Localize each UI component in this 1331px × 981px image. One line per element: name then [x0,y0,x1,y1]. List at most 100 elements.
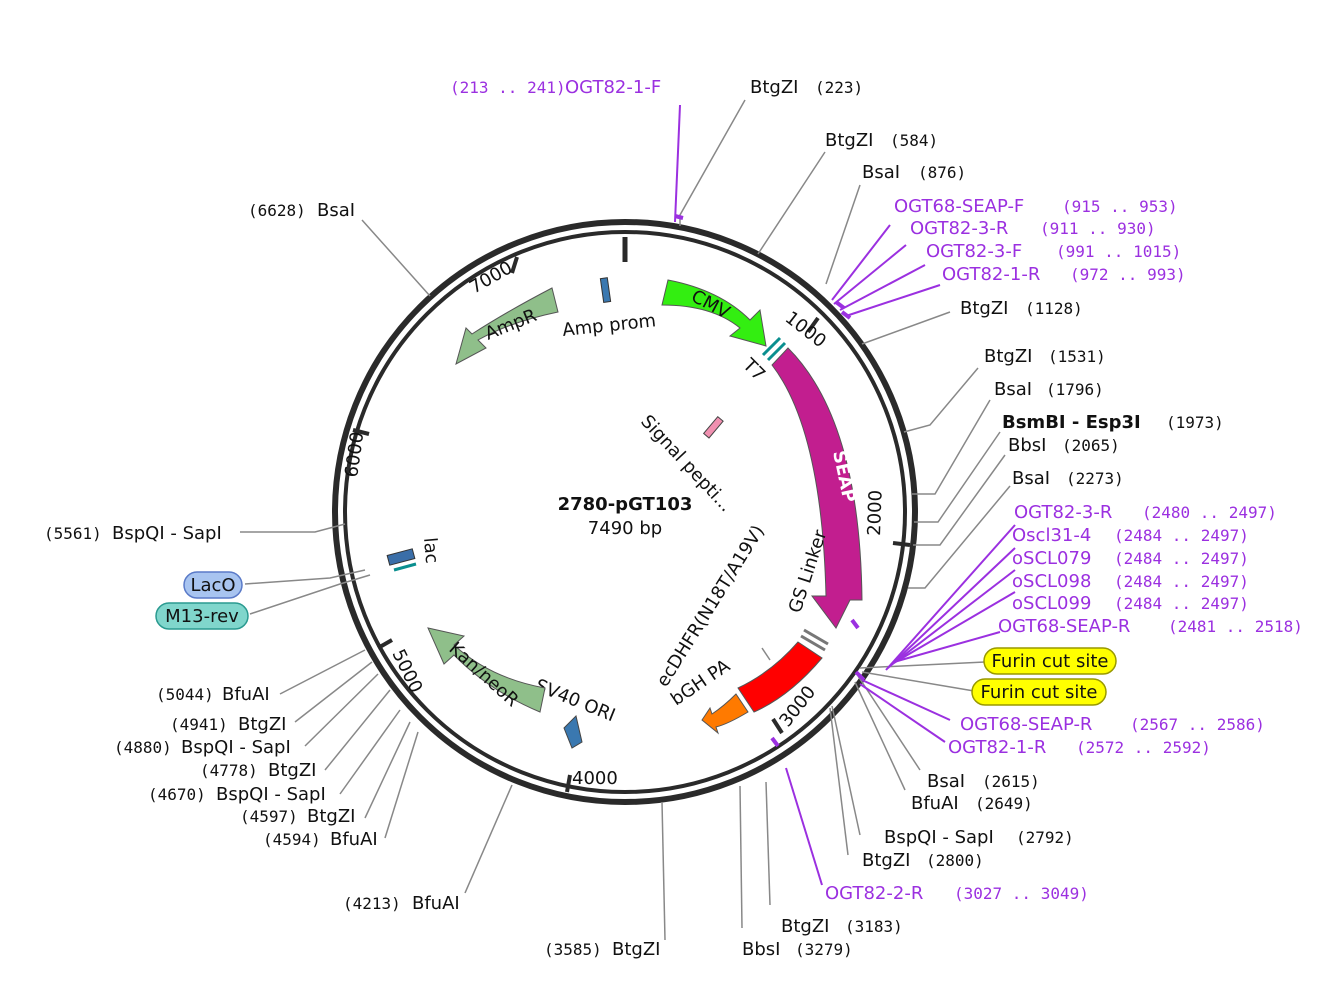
label-ogt68-seap-r: OGT68-SEAP-R [998,616,1130,637]
label-bfuai-4213: BfuAI [412,893,460,914]
label-ogt68-seap-f-pos: (915 .. 953) [1062,197,1178,216]
leader-lines-right [679,99,1011,929]
label-oscl31-4: Oscl31-4 [1012,525,1091,546]
label-bbsi-2065-pos: (2065) [1062,436,1120,455]
label-btgzi-3585-pos: (3585) [544,940,602,959]
feature-lac-label: lac [419,537,442,565]
label-oscl099-pos: (2484 .. 2497) [1114,594,1249,613]
label-oscl098-pos: (2484 .. 2497) [1114,572,1249,591]
label-ogt82-1-r-pos: (972 .. 993) [1070,265,1186,284]
label-ogt82-1-r-2-pos: (2572 .. 2592) [1076,738,1211,757]
label-btgzi-1128: BtgZI [960,298,1008,319]
label-bsmbi-esp3i: BsmBI - Esp3I [1002,412,1141,433]
label-ogt82-3-r-pos: (911 .. 930) [1040,219,1156,238]
label-ogt82-1-f-pos: (213 .. 241) [450,78,566,97]
label-btgzi-4778-pos: (4778) [200,761,258,780]
label-oscl31-4-pos: (2484 .. 2497) [1114,526,1249,545]
tick-4000 [565,774,572,793]
label-bsai-6628: BsaI [317,200,355,221]
label-ogt82-2-r: OGT82-2-R [825,883,923,904]
label-ogt68-seap-r-2-pos: (2567 .. 2586) [1130,715,1265,734]
primer-marks [674,214,866,748]
tick-3000 [771,717,784,735]
label-bsai-876-pos: (876) [918,163,966,182]
label-btgzi-3183-pos: (3183) [845,917,903,936]
label-bspqi-sapi-2792-pos: (2792) [1016,828,1074,847]
label-bsmbi-esp3i-pos: (1973) [1166,413,1224,432]
feature-ecdhfr-arrow [737,641,823,713]
label-ogt82-3-r-2-pos: (2480 .. 2497) [1142,503,1277,522]
label-ogt82-3-f: OGT82-3-F [926,241,1022,262]
feature-kan-neor-arrow [427,627,546,713]
label-btgzi-584-pos: (584) [890,131,938,150]
map-size: 7490 bp [588,518,662,539]
label-bbsi-3279-pos: (3279) [795,940,853,959]
feature-amp-prom-label: Amp prom [561,310,657,341]
label-ogt82-1-f: OGT82-1-F [565,77,661,98]
label-btgzi-223: BtgZI [750,77,798,98]
label-bsai-2273: BsaI [1012,468,1050,489]
label-bspqi-sapi-4880: BspQI - SapI [181,737,291,758]
m13-rev-label: M13-rev [165,606,239,627]
label-btgzi-3183: BtgZI [781,916,829,937]
label-ogt82-3-r: OGT82-3-R [910,218,1008,239]
tick-2000 [892,541,911,547]
label-bbsi-2065: BbsI [1008,435,1046,456]
furin-cut-site-label-1: Furin cut site [992,651,1109,672]
label-btgzi-2800-pos: (2800) [926,851,984,870]
label-btgzi-223-pos: (223) [815,78,863,97]
feature-amp-prom-box [599,277,612,304]
label-ogt82-3-f-pos: (991 .. 1015) [1056,242,1181,261]
feature-ampr-arrow [455,287,559,365]
m13-rev-badge [155,602,249,630]
leader-lines-left [240,219,666,941]
label-btgzi-4597: BtgZI [307,806,355,827]
label-bfuai-2649: BfuAI [911,793,959,814]
furin-cut-site-badge-1 [983,647,1117,675]
primer-lines [674,104,1016,886]
label-ogt68-seap-f: OGT68-SEAP-F [894,196,1024,217]
label-btgzi-1531-pos: (1531) [1048,347,1106,366]
label-oscl099: oSCL099 [1012,593,1091,614]
label-ogt68-seap-r-2: OGT68-SEAP-R [960,714,1092,735]
feature-cmv-arrow [661,279,767,347]
feature-gs-linker-mark2 [800,634,826,652]
label-bspqi-sapi-4670-pos: (4670) [148,785,206,804]
label-bspqi-sapi-4880-pos: (4880) [114,738,172,757]
label-btgzi-4941-pos: (4941) [170,715,228,734]
furin-cut-site-badge-2 [971,678,1107,706]
feature-t7-label: T7 [738,354,769,385]
label-bfuai-2649-pos: (2649) [975,794,1033,813]
label-btgzi-4778: BtgZI [268,760,316,781]
label-bsai-876: BsaI [862,162,900,183]
laco-badge [183,571,243,599]
label-bspqi-sapi-4670: BspQI - SapI [216,784,326,805]
label-bfuai-5044: BfuAI [222,684,270,705]
label-bsai-2615-pos: (2615) [982,772,1040,791]
label-bfuai-4594-pos: (4594) [263,830,321,849]
label-ogt82-3-r-2: OGT82-3-R [1014,502,1112,523]
label-ogt82-2-r-pos: (3027 .. 3049) [954,884,1089,903]
label-btgzi-4941: BtgZI [238,714,286,735]
label-ogt82-1-r: OGT82-1-R [942,264,1040,285]
label-bsai-2615: BsaI [927,771,965,792]
label-oscl079-pos: (2484 .. 2497) [1114,549,1249,568]
label-btgzi-1531: BtgZI [984,346,1032,367]
label-ogt82-1-r-2: OGT82-1-R [948,737,1046,758]
tick-label-2000: 2000 [864,490,887,537]
map-name: 2780-pGT103 [558,494,693,515]
label-btgzi-3585: BtgZI [612,939,660,960]
feature-bgh-leader [761,647,771,661]
label-bsai-6628-pos: (6628) [248,201,306,220]
feature-signal-peptide-box [702,415,724,439]
label-bspqi-sapi-5561: BspQI - SapI [112,523,222,544]
furin-cut-site-label-2: Furin cut site [981,682,1098,703]
feature-lac-mark [393,562,417,572]
backbone-outer-ring [332,219,918,805]
label-btgzi-2800: BtgZI [862,850,910,871]
label-bsai-2273-pos: (2273) [1066,469,1124,488]
label-ogt68-seap-r-pos: (2481 .. 2518) [1168,617,1303,636]
label-oscl098: oSCL098 [1012,571,1091,592]
label-bfuai-4213-pos: (4213) [343,894,401,913]
